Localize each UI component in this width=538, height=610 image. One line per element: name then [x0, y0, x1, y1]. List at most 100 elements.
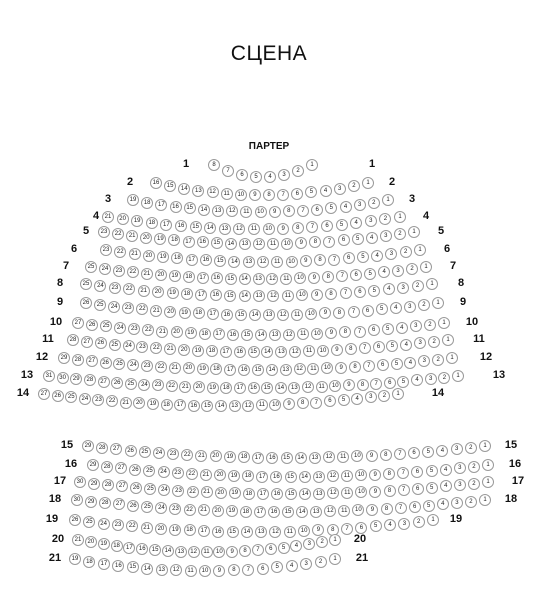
seat-r10-21[interactable]: 21 [156, 325, 169, 338]
seat-r2-3[interactable]: 3 [333, 182, 346, 195]
seat-r10-2[interactable]: 2 [423, 318, 436, 331]
seat-r15-2[interactable]: 2 [464, 441, 477, 454]
seat-r18-18[interactable]: 18 [239, 505, 252, 518]
seat-r15-20[interactable]: 20 [209, 450, 222, 463]
seat-r15-8[interactable]: 8 [379, 449, 392, 461]
seat-r2-8[interactable]: 8 [263, 188, 276, 201]
seat-r5-3[interactable]: 3 [379, 229, 392, 242]
seat-r19-1[interactable]: 1 [427, 514, 439, 526]
seat-r20-5[interactable]: 5 [277, 541, 290, 554]
seat-r16-4[interactable]: 4 [439, 463, 452, 476]
seat-r14-16[interactable]: 16 [187, 399, 200, 412]
seat-r9-17[interactable]: 17 [206, 308, 219, 321]
seat-r7-20[interactable]: 20 [154, 268, 167, 281]
seat-r10-7[interactable]: 7 [353, 325, 366, 338]
seat-r15-22[interactable]: 22 [181, 449, 194, 461]
seat-r2-11[interactable]: 11 [220, 187, 233, 200]
seat-r18-3[interactable]: 3 [450, 497, 463, 510]
seat-r6-9[interactable]: 9 [299, 255, 312, 268]
seat-r14-18[interactable]: 18 [160, 398, 173, 411]
seat-r2-12[interactable]: 12 [206, 186, 219, 199]
seat-r17-21[interactable]: 21 [200, 486, 213, 499]
seat-r17-13[interactable]: 13 [313, 487, 326, 500]
seat-r6-22[interactable]: 22 [114, 246, 127, 259]
seat-r3-14[interactable]: 14 [197, 203, 210, 216]
seat-r17-15[interactable]: 15 [285, 487, 298, 500]
seat-r5-17[interactable]: 17 [182, 235, 195, 248]
seat-r5-2[interactable]: 2 [393, 228, 406, 241]
seat-r8-5[interactable]: 5 [368, 284, 381, 297]
seat-r15-14[interactable]: 14 [294, 451, 307, 464]
seat-r11-15[interactable]: 15 [247, 345, 260, 358]
seat-r11-26[interactable]: 26 [94, 337, 107, 350]
seat-r13-28[interactable]: 28 [83, 374, 96, 387]
seat-r21-4[interactable]: 4 [285, 559, 298, 572]
seat-r7-3[interactable]: 3 [392, 264, 405, 277]
seat-r17-26[interactable]: 26 [130, 481, 143, 494]
seat-r19-19[interactable]: 19 [169, 523, 182, 536]
seat-r8-16[interactable]: 16 [209, 289, 222, 302]
seat-r14-23[interactable]: 23 [92, 394, 105, 407]
seat-r15-17[interactable]: 17 [252, 451, 265, 464]
seat-r1-5[interactable]: 5 [250, 170, 262, 183]
seat-r18-9[interactable]: 9 [366, 503, 379, 516]
seat-r5-1[interactable]: 1 [408, 226, 420, 238]
seat-r4-13[interactable]: 13 [218, 222, 231, 235]
seat-r6-3[interactable]: 3 [385, 247, 398, 260]
seat-r18-8[interactable]: 8 [380, 502, 393, 515]
seat-r4-11[interactable]: 11 [248, 223, 260, 235]
seat-r4-2[interactable]: 2 [379, 213, 392, 226]
seat-r12-13[interactable]: 13 [279, 363, 292, 376]
seat-r17-4[interactable]: 4 [439, 480, 452, 493]
seat-r16-1[interactable]: 1 [482, 459, 494, 471]
seat-r11-21[interactable]: 21 [164, 343, 177, 356]
seat-r18-1[interactable]: 1 [479, 494, 491, 506]
seat-r4-7[interactable]: 7 [306, 221, 319, 234]
seat-r12-1[interactable]: 1 [446, 352, 458, 364]
seat-r9-14[interactable]: 14 [248, 308, 261, 321]
seat-r15-29[interactable]: 29 [82, 440, 94, 452]
seat-r12-10[interactable]: 10 [321, 362, 334, 375]
seat-r17-5[interactable]: 5 [425, 481, 438, 494]
seat-r12-7[interactable]: 7 [362, 360, 375, 373]
seat-r18-13[interactable]: 13 [310, 505, 323, 518]
seat-r15-23[interactable]: 23 [167, 448, 180, 461]
seat-r14-11[interactable]: 11 [255, 399, 268, 412]
seat-r16-28[interactable]: 28 [101, 460, 114, 473]
seat-r15-7[interactable]: 7 [393, 448, 406, 461]
seat-r13-1[interactable]: 1 [452, 370, 464, 382]
seat-r8-25[interactable]: 25 [80, 278, 92, 290]
seat-r4-4[interactable]: 4 [350, 217, 363, 230]
seat-r16-23[interactable]: 23 [171, 467, 184, 480]
seat-r12-17[interactable]: 17 [224, 363, 237, 376]
seat-r6-17[interactable]: 17 [185, 253, 198, 266]
seat-r19-23[interactable]: 23 [111, 519, 124, 532]
seat-r14-26[interactable]: 26 [51, 389, 64, 402]
seat-r13-14[interactable]: 14 [274, 381, 287, 394]
seat-r19-7[interactable]: 7 [341, 522, 354, 535]
seat-r15-13[interactable]: 13 [308, 451, 321, 464]
seat-r17-27[interactable]: 27 [116, 480, 129, 493]
seat-r4-16[interactable]: 16 [175, 220, 187, 232]
seat-r5-7[interactable]: 7 [323, 235, 336, 248]
seat-r12-23[interactable]: 23 [141, 360, 154, 373]
seat-r11-12[interactable]: 12 [289, 345, 302, 358]
seat-r12-8[interactable]: 8 [349, 361, 361, 373]
seat-r18-16[interactable]: 16 [267, 505, 280, 518]
seat-r18-22[interactable]: 22 [183, 503, 196, 516]
seat-r10-1[interactable]: 1 [438, 317, 450, 329]
seat-r15-4[interactable]: 4 [436, 444, 449, 457]
seat-r1-4[interactable]: 4 [264, 170, 276, 183]
seat-r13-22[interactable]: 22 [165, 380, 178, 393]
seat-r14-20[interactable]: 20 [133, 397, 146, 410]
seat-r5-15[interactable]: 15 [210, 237, 223, 250]
seat-r13-29[interactable]: 29 [70, 372, 83, 385]
seat-r8-24[interactable]: 24 [94, 279, 107, 292]
seat-r21-2[interactable]: 2 [314, 555, 327, 568]
seat-r5-4[interactable]: 4 [365, 231, 378, 244]
seat-r2-10[interactable]: 10 [234, 188, 247, 201]
seat-r17-1[interactable]: 1 [482, 476, 494, 488]
seat-r5-10[interactable]: 10 [281, 237, 294, 250]
seat-r10-3[interactable]: 3 [409, 320, 422, 333]
seat-r7-7[interactable]: 7 [336, 270, 349, 282]
